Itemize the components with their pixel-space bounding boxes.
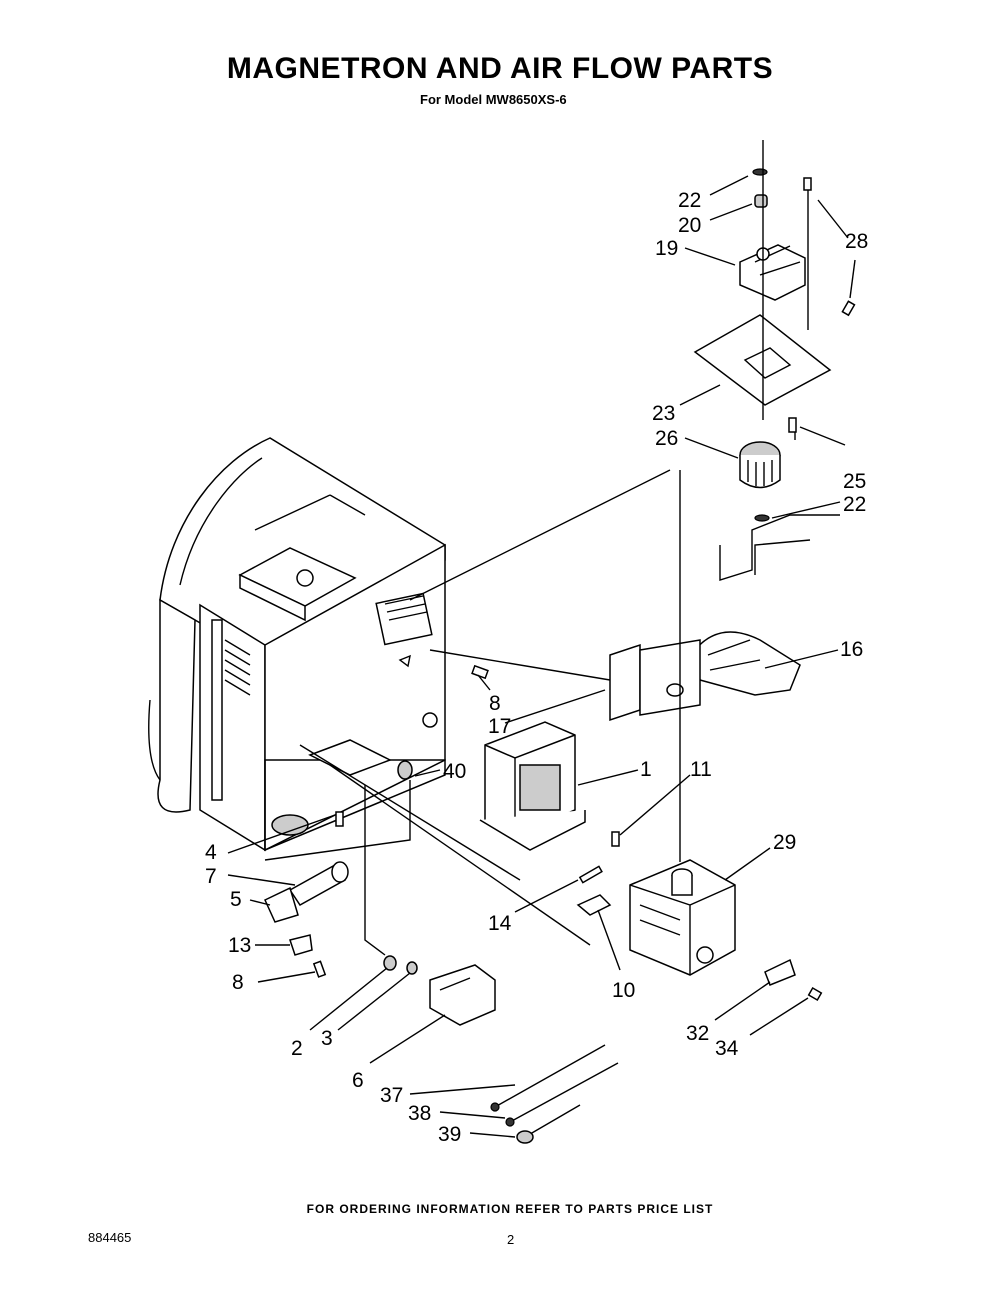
callout-16: 16 <box>840 638 863 661</box>
callout-34: 34 <box>715 1037 739 1060</box>
ordering-note: FOR ORDERING INFORMATION REFER TO PARTS … <box>306 1202 714 1216</box>
fan-motor-assembly <box>693 140 856 522</box>
magnetron <box>629 470 736 976</box>
callout-8-lower: 8 <box>232 971 244 994</box>
callout-22-lower: 22 <box>843 493 866 516</box>
air-duct <box>609 514 840 722</box>
callout-26: 26 <box>655 427 678 450</box>
callout-labels: 22 20 19 28 23 26 25 22 16 8 17 40 1 11 … <box>205 189 868 1146</box>
leader-lines <box>227 175 856 1138</box>
callout-22-top: 22 <box>678 189 701 212</box>
callout-8-upper: 8 <box>489 692 501 715</box>
callout-5: 5 <box>230 888 242 911</box>
reference-lines <box>264 469 671 956</box>
page-title: MAGNETRON AND AIR FLOW PARTS <box>226 52 774 85</box>
vent-grill <box>224 639 251 696</box>
callout-4: 4 <box>205 841 217 864</box>
callout-40: 40 <box>443 760 466 783</box>
callout-2: 2 <box>291 1037 303 1060</box>
page-number: 2 <box>507 1232 515 1247</box>
callout-17: 17 <box>488 715 511 738</box>
callout-13: 13 <box>228 934 251 957</box>
callout-7: 7 <box>205 865 217 888</box>
callout-6: 6 <box>352 1069 364 1092</box>
callout-11: 11 <box>690 758 712 781</box>
callout-39: 39 <box>438 1123 461 1146</box>
callout-23: 23 <box>652 402 675 425</box>
callout-20: 20 <box>678 214 701 237</box>
small-parts <box>264 664 823 1144</box>
callout-38: 38 <box>408 1102 431 1125</box>
callout-19: 19 <box>655 237 678 260</box>
transformer <box>479 721 586 851</box>
callout-29: 29 <box>773 831 796 854</box>
document-number: 884465 <box>88 1230 132 1245</box>
callout-1: 1 <box>640 758 652 781</box>
callout-28: 28 <box>845 230 868 253</box>
callout-14: 14 <box>488 912 512 935</box>
callout-10: 10 <box>612 979 635 1002</box>
cabinet-assembly <box>148 437 446 852</box>
callout-37: 37 <box>380 1084 403 1107</box>
callout-25: 25 <box>843 470 866 493</box>
model-subtitle: For Model MW8650XS-6 <box>420 92 567 107</box>
callout-3: 3 <box>321 1027 333 1050</box>
callout-32: 32 <box>686 1022 709 1045</box>
